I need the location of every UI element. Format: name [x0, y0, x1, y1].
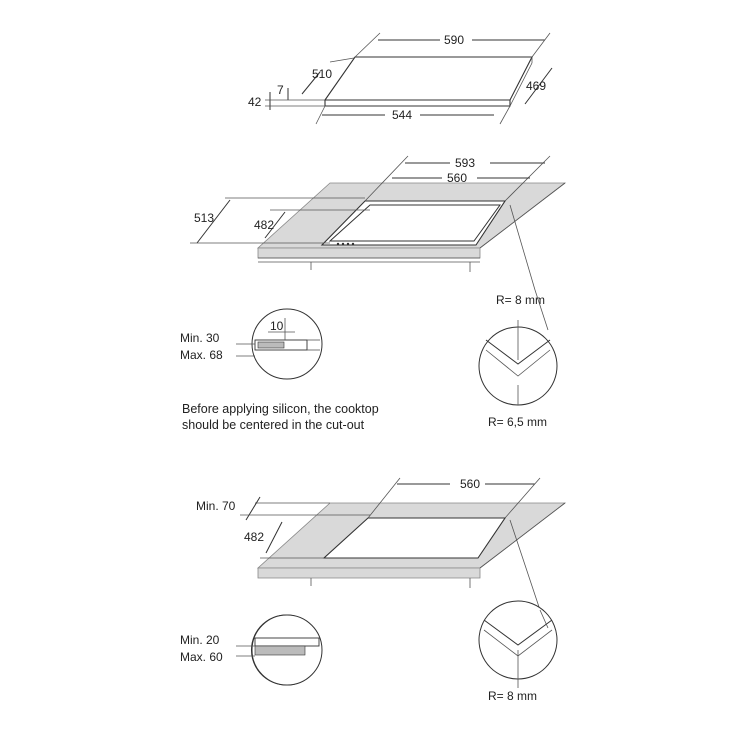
dim-cutout-b-560: 560	[460, 477, 480, 491]
install-note-line2: should be centered in the cut-out	[182, 418, 365, 432]
min-thickness-20: Min. 20	[180, 633, 220, 647]
cutout-b-view: 560 Min. 70 482	[196, 477, 567, 611]
detail-circle-corner-b: R= 8 mm	[478, 600, 558, 703]
detail-circle-edge-a: 10 Min. 30 Max. 68	[180, 308, 323, 380]
cutout-a-view: 593 560 513 482 R= 8 mm	[190, 155, 567, 307]
max-thickness-68: Max. 68	[180, 348, 223, 362]
min-thickness-30: Min. 30	[180, 331, 220, 345]
dim-depth-510: 510	[312, 67, 332, 81]
dim-cutout-593: 593	[455, 156, 475, 170]
corner-radius-6-5: R= 6,5 mm	[488, 415, 547, 429]
dim-depth-469: 469	[526, 79, 546, 93]
detail-circle-edge-b: Min. 20 Max. 60	[180, 614, 323, 686]
dim-height-42: 42	[248, 95, 262, 109]
hob-outline-view: 590 510 469 544 42 7	[248, 32, 553, 125]
detail-offset-10: 10	[270, 319, 284, 333]
dim-front-544: 544	[392, 108, 412, 122]
dim-cutout-513: 513	[194, 211, 214, 225]
dim-cutout-482: 482	[254, 218, 274, 232]
dim-cutout-b-482: 482	[244, 530, 264, 544]
corner-radius-8: R= 8 mm	[496, 293, 545, 307]
install-note-line1: Before applying silicon, the cooktop	[182, 402, 379, 416]
corner-radius-b-8: R= 8 mm	[488, 689, 537, 703]
dim-cutout-560: 560	[447, 171, 467, 185]
dim-width-590: 590	[444, 33, 464, 47]
detail-circle-corner-a: R= 6,5 mm	[478, 289, 558, 429]
max-thickness-60: Max. 60	[180, 650, 223, 664]
dim-height-7: 7	[277, 83, 284, 97]
dim-cutout-b-min70: Min. 70	[196, 499, 236, 513]
